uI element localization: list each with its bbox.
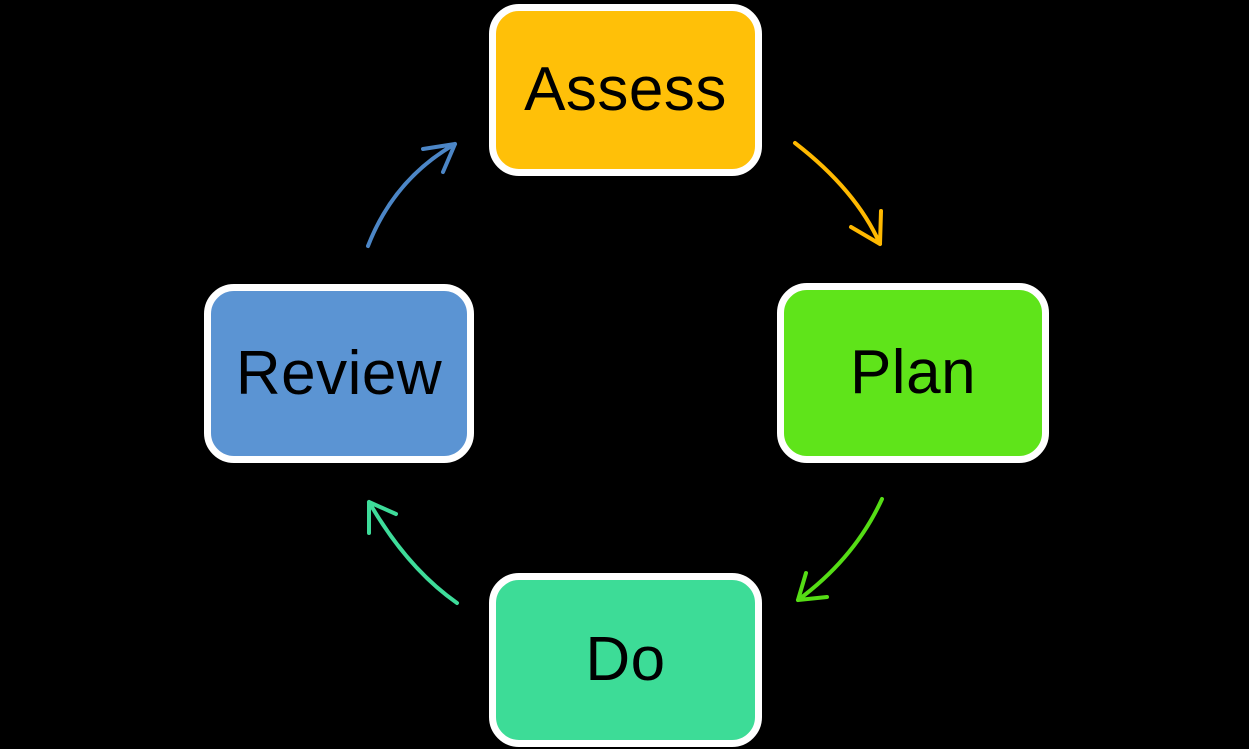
arrow-do-to-review [367,500,459,605]
arrow-plan-to-do [796,497,884,602]
node-plan-label: Plan [849,338,977,407]
node-do-label: Do [585,625,666,694]
arrow-review-to-assess [366,142,457,248]
node-assess: Assess [489,4,762,176]
arrow-assess-to-plan [793,141,883,246]
node-assess-label: Assess [524,55,727,124]
node-plan: Plan [777,283,1049,463]
node-review-label: Review [235,338,443,408]
node-review: Review [204,284,474,463]
node-do: Do [489,573,762,747]
